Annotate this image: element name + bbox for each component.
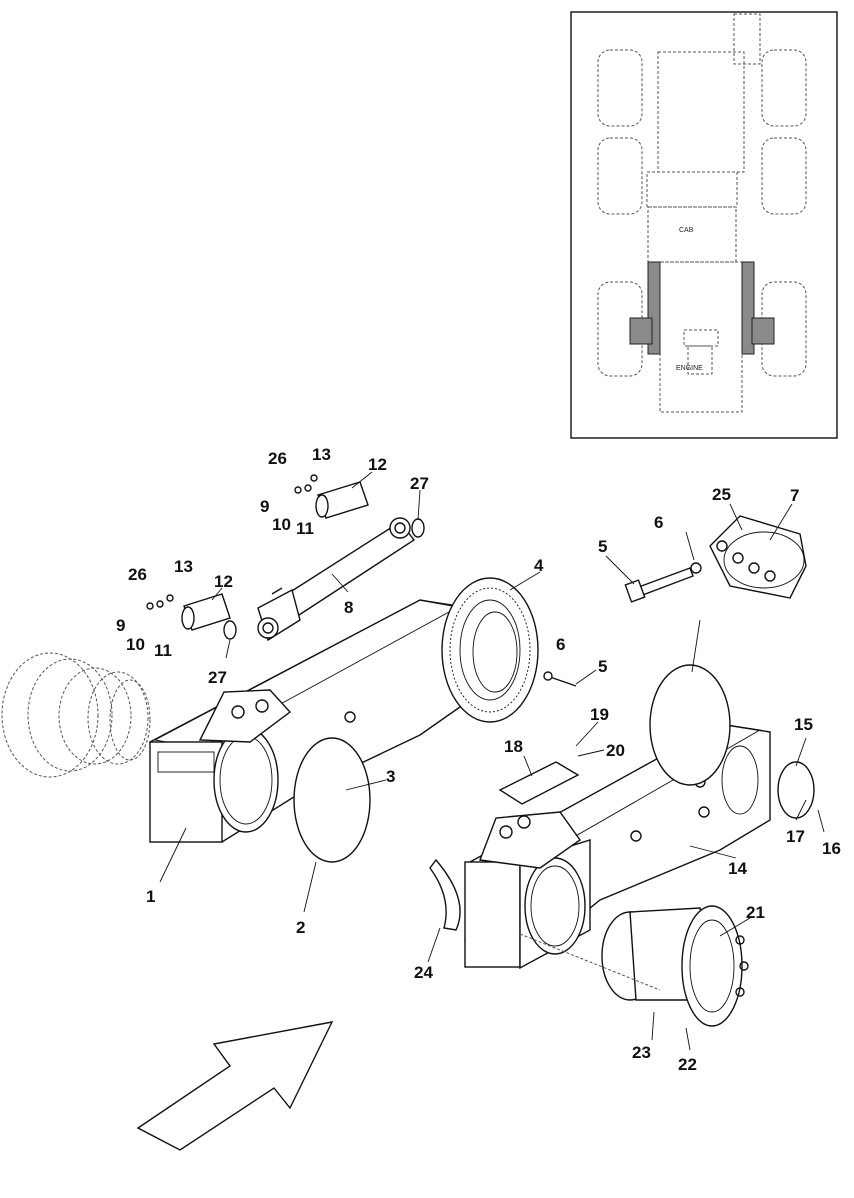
inset-rear-body	[659, 261, 743, 413]
callout-18: 18	[504, 737, 523, 756]
callout-10b: 10	[126, 635, 145, 654]
inset-frame	[570, 11, 838, 439]
drive-hub-right	[649, 664, 731, 786]
callout-23: 23	[632, 1043, 651, 1062]
callout-25: 25	[712, 485, 731, 504]
callout-20: 20	[606, 741, 625, 760]
direction-arrow	[136, 1021, 334, 1151]
bolt-5-upper	[624, 562, 702, 603]
callout-7: 7	[790, 486, 799, 505]
cover-plate-18	[498, 761, 580, 805]
slew-ring-4	[441, 577, 539, 723]
inset-cab-label: CAB	[679, 227, 694, 234]
washer-27-lower	[223, 620, 237, 640]
callout-3: 3	[386, 767, 395, 786]
callout-27a: 27	[410, 474, 429, 493]
washer-27-upper	[411, 518, 425, 538]
inset-wheel	[761, 49, 807, 127]
callout-22: 22	[678, 1055, 697, 1074]
callout-5b: 5	[598, 657, 607, 676]
callout-26b: 26	[128, 565, 147, 584]
callout-10a: 10	[272, 515, 291, 534]
shim-24	[429, 858, 461, 931]
inset-cab-box	[647, 206, 737, 263]
callout-8: 8	[344, 598, 353, 617]
wheel-hub-dashed	[1, 652, 151, 778]
callout-11b: 11	[154, 641, 172, 660]
callout-12a: 12	[368, 455, 387, 474]
callout-11a: 11	[296, 519, 314, 538]
inset-hub-left	[629, 317, 653, 345]
callout-5a: 5	[598, 537, 607, 556]
callout-4: 4	[534, 556, 544, 575]
callout-9b: 9	[116, 616, 125, 635]
callout-16: 16	[822, 839, 841, 858]
hydraulic-cylinder-8	[257, 517, 416, 642]
callouts: 1 2 3 4 5 5 6 6 7 8 9 9 10 10 11 11 12 1…	[116, 445, 841, 1074]
callout-14: 14	[728, 859, 747, 878]
callout-6b: 6	[556, 635, 565, 654]
inset-body	[646, 171, 738, 208]
drive-hub-7	[709, 515, 807, 599]
inset-wheel	[761, 137, 807, 215]
inset-frame-front	[657, 51, 745, 173]
inset-bogie-right	[741, 261, 755, 355]
callout-13a: 13	[312, 445, 331, 464]
inset-engine-label: ENGINE	[676, 365, 703, 372]
callout-27b: 27	[208, 668, 227, 687]
callout-24: 24	[414, 963, 433, 982]
bogie-frame-left	[149, 599, 471, 843]
cover-plate-15	[777, 761, 815, 819]
callout-15: 15	[794, 715, 813, 734]
inset-wheel	[597, 281, 643, 377]
leader-lines	[159, 471, 825, 1051]
inset-wheel	[597, 49, 643, 127]
locator-inset: CAB ENGINE	[570, 11, 838, 439]
callout-26a: 26	[268, 449, 287, 468]
inset-hub-right	[751, 317, 775, 345]
inset-wheel	[597, 137, 643, 215]
callout-19: 19	[590, 705, 609, 724]
cover-plate-2	[293, 737, 371, 863]
callout-21: 21	[746, 903, 765, 922]
final-drive-21	[601, 905, 749, 1027]
callout-2: 2	[296, 918, 305, 937]
assembly-line	[519, 933, 661, 991]
callout-6a: 6	[654, 513, 663, 532]
pin-12-upper	[315, 481, 369, 519]
bolt-5-lower	[543, 671, 577, 687]
callout-17: 17	[786, 827, 805, 846]
callout-9a: 9	[260, 497, 269, 516]
pin-12-lower	[181, 593, 231, 631]
callout-1: 1	[146, 887, 155, 906]
callout-12b: 12	[214, 572, 233, 591]
callout-13b: 13	[174, 557, 193, 576]
